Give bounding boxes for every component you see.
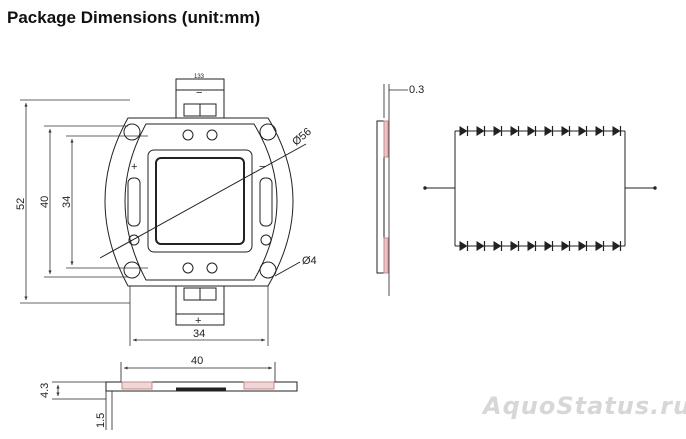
led-top-row	[459, 126, 622, 136]
front-dimensions	[20, 99, 269, 346]
dim-diagonal: Ø56	[290, 126, 314, 149]
bottom-led-6	[544, 241, 554, 251]
top-led-5	[527, 126, 537, 136]
led-window	[155, 157, 245, 245]
right-electrode	[259, 177, 273, 227]
hole-bottom-left	[123, 261, 141, 279]
front-view	[99, 78, 307, 326]
bottom-led-5	[527, 241, 537, 251]
round-board	[104, 117, 294, 287]
page-title: Package Dimensions (unit:mm)	[7, 8, 261, 27]
top-led-7	[561, 126, 571, 136]
dim-40-vertical: 40	[39, 196, 51, 208]
bottom-led-10	[612, 241, 622, 251]
top-led-4	[510, 126, 520, 136]
bottom-led-7	[561, 241, 571, 251]
top-led-10	[612, 126, 622, 136]
polarity-bottom: +	[195, 315, 201, 327]
side-view	[376, 84, 408, 296]
diagonal-line	[99, 143, 307, 259]
bottom-led-4	[510, 241, 520, 251]
polarity-left: +	[131, 161, 137, 173]
led-body	[147, 149, 253, 253]
polarity-top: −	[196, 87, 202, 99]
hole-top-right	[259, 123, 277, 141]
dim-1-5: 1.5	[95, 413, 107, 428]
bottom-led-2	[476, 241, 486, 251]
bottom-led-1	[459, 241, 469, 251]
bottom-led-9	[595, 241, 605, 251]
polarity-right: −	[259, 161, 265, 173]
bottom-led-8	[578, 241, 588, 251]
led-circuit	[423, 130, 657, 247]
dim-side-thickness: 0.3	[409, 84, 424, 96]
dim-4-3: 4.3	[39, 383, 51, 398]
watermark: AquoStatus.ru	[481, 392, 686, 420]
top-led-2	[476, 126, 486, 136]
lead-width-label: 133	[194, 74, 205, 80]
top-led-8	[578, 126, 588, 136]
dim-40-horizontal: 40	[191, 355, 203, 367]
led-bottom-row	[459, 241, 622, 251]
top-led-3	[493, 126, 503, 136]
dim-52: 52	[15, 198, 27, 210]
hole-top-left	[123, 123, 141, 141]
dim-34-horizontal: 34	[193, 328, 205, 340]
left-electrode	[127, 177, 141, 227]
bottom-led-3	[493, 241, 503, 251]
hole-bottom-right	[259, 261, 277, 279]
top-led-9	[595, 126, 605, 136]
top-led-1	[459, 126, 469, 136]
dim-34-vertical: 34	[61, 196, 73, 208]
bottom-view	[52, 362, 298, 430]
top-led-6	[544, 126, 554, 136]
dim-hole: Ø4	[302, 255, 317, 267]
